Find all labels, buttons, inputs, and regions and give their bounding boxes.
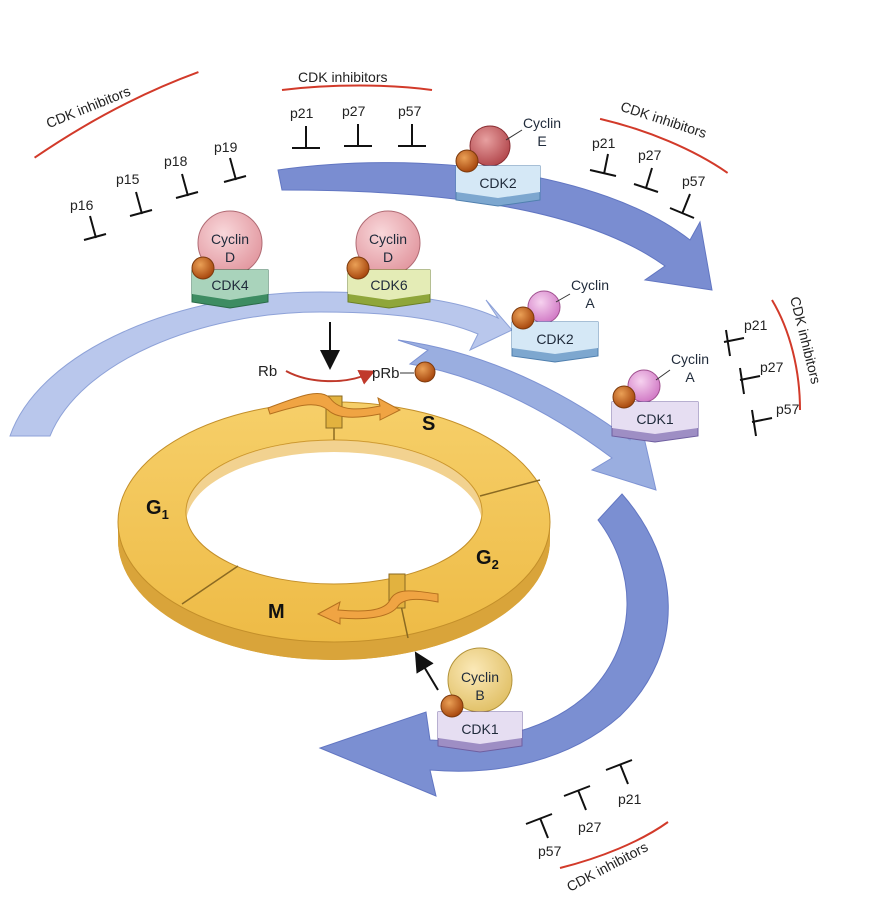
- svg-text:E: E: [537, 133, 546, 149]
- inhibitor-p18: [175, 173, 199, 199]
- svg-text:p27: p27: [342, 103, 366, 119]
- svg-text:Cyclin: Cyclin: [369, 231, 407, 247]
- inhibitor-p21: [292, 126, 320, 149]
- phosphate-icon: [455, 149, 479, 173]
- svg-text:p21: p21: [592, 135, 616, 151]
- phase-m-label: M: [268, 601, 285, 623]
- g2-m-arrow: [318, 493, 669, 797]
- prb-label: pRb: [372, 365, 400, 382]
- inhibitor-p21: [605, 759, 633, 785]
- inhibitor-p27: [633, 167, 659, 193]
- phosphate-icon: [414, 361, 436, 383]
- cyclin-a-cdk1-complex: Cyclin A CDK1: [611, 351, 709, 443]
- inhibitor-p19: [223, 157, 247, 183]
- rb-phosphorylation-arrow: [285, 370, 376, 385]
- phase-s-label: S: [422, 413, 435, 435]
- inhibitor-p27: [563, 785, 591, 811]
- svg-text:p19: p19: [214, 139, 238, 155]
- inhibitor-p57: [669, 193, 695, 219]
- cyclin-d-cdk4-complex: Cyclin D CDK4: [191, 210, 269, 309]
- svg-text:Cyclin: Cyclin: [461, 669, 499, 685]
- svg-text:A: A: [685, 369, 695, 385]
- svg-text:p21: p21: [290, 105, 314, 121]
- cyclin-d-cdk6-complex: Cyclin D CDK6: [346, 210, 431, 309]
- svg-text:p21: p21: [744, 317, 768, 333]
- svg-text:CDK6: CDK6: [370, 277, 408, 293]
- svg-text:A: A: [585, 295, 595, 311]
- svg-text:p16: p16: [70, 197, 94, 213]
- svg-text:CDK inhibitors: CDK inhibitors: [787, 295, 824, 386]
- inhibitor-p57: [525, 813, 553, 839]
- svg-text:CDK inhibitors: CDK inhibitors: [619, 98, 709, 141]
- cdk-inhibitors-top-left: CDK inhibitors p16 p15 p18 p19: [34, 71, 247, 241]
- g1-s-transition-arrow: [267, 392, 402, 421]
- inhibitor-p16: [83, 215, 107, 241]
- svg-text:CDK inhibitors: CDK inhibitors: [564, 839, 651, 895]
- svg-text:Cyclin: Cyclin: [671, 351, 709, 367]
- cyclin-b-cdk1-complex: Cyclin B CDK1: [414, 647, 523, 753]
- phosphate-icon: [440, 694, 464, 718]
- svg-text:CDK inhibitors: CDK inhibitors: [298, 69, 387, 85]
- cdk-inhibitors-top-mid: CDK inhibitors p21 p27 p57: [281, 69, 433, 149]
- svg-text:Cyclin: Cyclin: [523, 115, 561, 131]
- svg-text:CDK2: CDK2: [479, 175, 517, 191]
- cdk-inhibitors-right: CDK inhibitors p21 p27 p57: [723, 295, 824, 437]
- svg-text:p27: p27: [578, 819, 602, 835]
- cell-cycle-ring: S G1 G2 M: [117, 392, 551, 660]
- svg-text:B: B: [475, 687, 484, 703]
- cyclin-a-cdk2-complex: Cyclin A CDK2: [511, 277, 609, 363]
- svg-text:D: D: [383, 249, 393, 265]
- svg-text:p57: p57: [682, 173, 706, 189]
- svg-text:D: D: [225, 249, 235, 265]
- s-g2-divider: [479, 479, 541, 497]
- svg-text:p57: p57: [398, 103, 422, 119]
- svg-text:p21: p21: [618, 791, 642, 807]
- svg-text:p27: p27: [760, 359, 784, 375]
- svg-text:p18: p18: [164, 153, 188, 169]
- g1-arrow: [9, 291, 513, 437]
- svg-text:CDK4: CDK4: [211, 277, 249, 293]
- g2-m-transition-arrow: [316, 590, 439, 625]
- phosphate-icon: [346, 256, 370, 280]
- phosphate-icon: [511, 306, 535, 330]
- m-g1-divider: [181, 565, 239, 605]
- svg-text:p27: p27: [638, 147, 662, 163]
- inhibitor-p15: [129, 191, 153, 217]
- svg-text:CDK1: CDK1: [461, 721, 499, 737]
- s-progress-arrow: [397, 339, 657, 491]
- svg-text:Cyclin: Cyclin: [571, 277, 609, 293]
- inhibitor-p27: [739, 367, 761, 395]
- rb-label: Rb: [258, 363, 277, 380]
- phase-g2-label: G2: [476, 547, 499, 572]
- svg-text:CDK1: CDK1: [636, 411, 674, 427]
- inhibitor-p21: [723, 329, 745, 357]
- cdk-inhibitors-bottom: p57 p27 p21 CDK inhibitors: [525, 759, 669, 895]
- phase-g1-label: G1: [146, 497, 169, 522]
- phosphate-icon: [191, 256, 215, 280]
- phosphate-icon: [612, 385, 636, 409]
- inhibitor-p57: [398, 124, 426, 147]
- cdk1-to-m-arrow: [414, 651, 439, 691]
- svg-text:CDK2: CDK2: [536, 331, 574, 347]
- inhibitor-p57: [751, 409, 773, 437]
- svg-text:p57: p57: [776, 401, 800, 417]
- inhibitor-p27: [344, 124, 372, 147]
- svg-text:p15: p15: [116, 171, 140, 187]
- svg-text:p57: p57: [538, 843, 562, 859]
- cyclin-e-cdk2-complex: Cyclin E CDK2: [455, 115, 561, 207]
- svg-text:Cyclin: Cyclin: [211, 231, 249, 247]
- inhibitor-p21: [589, 153, 617, 177]
